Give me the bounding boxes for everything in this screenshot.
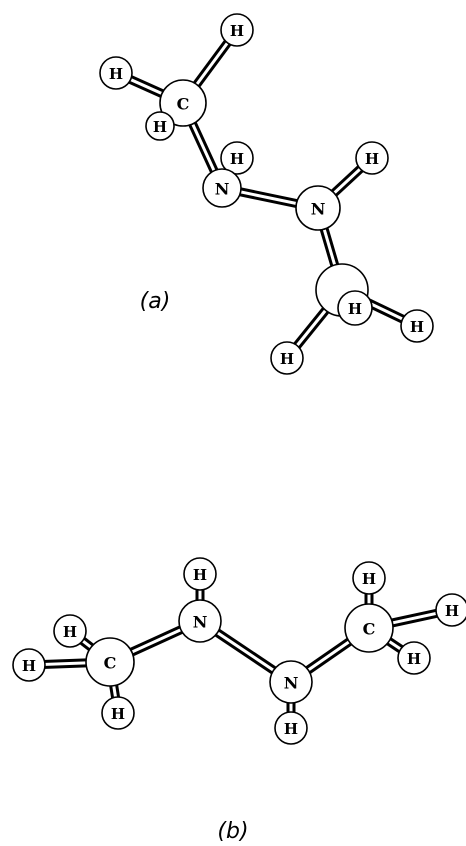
atom-label: C [104,654,117,673]
atom-h-b_h2: H [12,648,46,682]
atom-label: H [348,300,362,318]
atom-h-a_h5: H [400,309,434,343]
atom-n-a_n2: N [295,185,341,231]
atom-h-b_hn1: H [183,557,217,591]
atom-h-a_hn2: H [355,141,389,175]
atom-h-b_h6: H [397,641,431,675]
atom-h-b_h1: H [53,614,87,648]
atom-label: N [215,180,230,199]
atom-c-b_c1: C [85,637,135,687]
atom-h-b_h5: H [435,593,466,627]
atom-label: H [230,22,244,40]
atom-h-a_h1: H [99,56,133,90]
atom-label: N [284,674,299,693]
atom-label: H [284,720,298,738]
atom-h-b_h3: H [101,696,135,730]
atom-label: H [22,657,36,675]
atom-h-a_h6: H [270,341,304,375]
panel-b-extended-dimethyl-hydrazine: H H C H H N N H H C H H (b) [12,557,466,844]
panel-a-label: (a) [140,289,171,314]
atom-label: H [407,650,421,668]
atom-n-b_n2: N [269,660,313,704]
atom-label: H [280,350,294,368]
atom-c-a_c1: C [159,79,207,127]
atom-label: H [230,150,244,168]
atom-label: N [193,613,208,632]
atom-label: H [362,570,376,588]
atoms-b: H H C H H N N H H C H H [12,557,466,745]
atom-h-b_hn2: H [274,711,308,745]
panel-b-label: (b) [217,819,248,844]
atom-label: N [311,200,326,219]
atom-n-a_n1: N [202,168,242,208]
atom-label: C [363,620,376,639]
atom-label: H [111,705,125,723]
atom-label: H [445,602,459,620]
atom-c-b_c2: C [344,603,394,653]
atom-h-a_h4: H [337,290,373,326]
atom-label: H [109,65,123,83]
atom-label: H [410,318,424,336]
atom-label: H [193,566,207,584]
atom-h-b_h4: H [352,561,386,595]
atom-label: H [153,118,167,136]
atom-n-b_n1: N [178,599,222,643]
atom-label: H [365,150,379,168]
atom-label: C [177,95,190,114]
atom-label: H [63,623,77,641]
atom-h-a_hn1: H [220,141,254,175]
atom-h-a_h2: H [220,13,254,47]
atom-h-a_h3: H [145,111,175,141]
